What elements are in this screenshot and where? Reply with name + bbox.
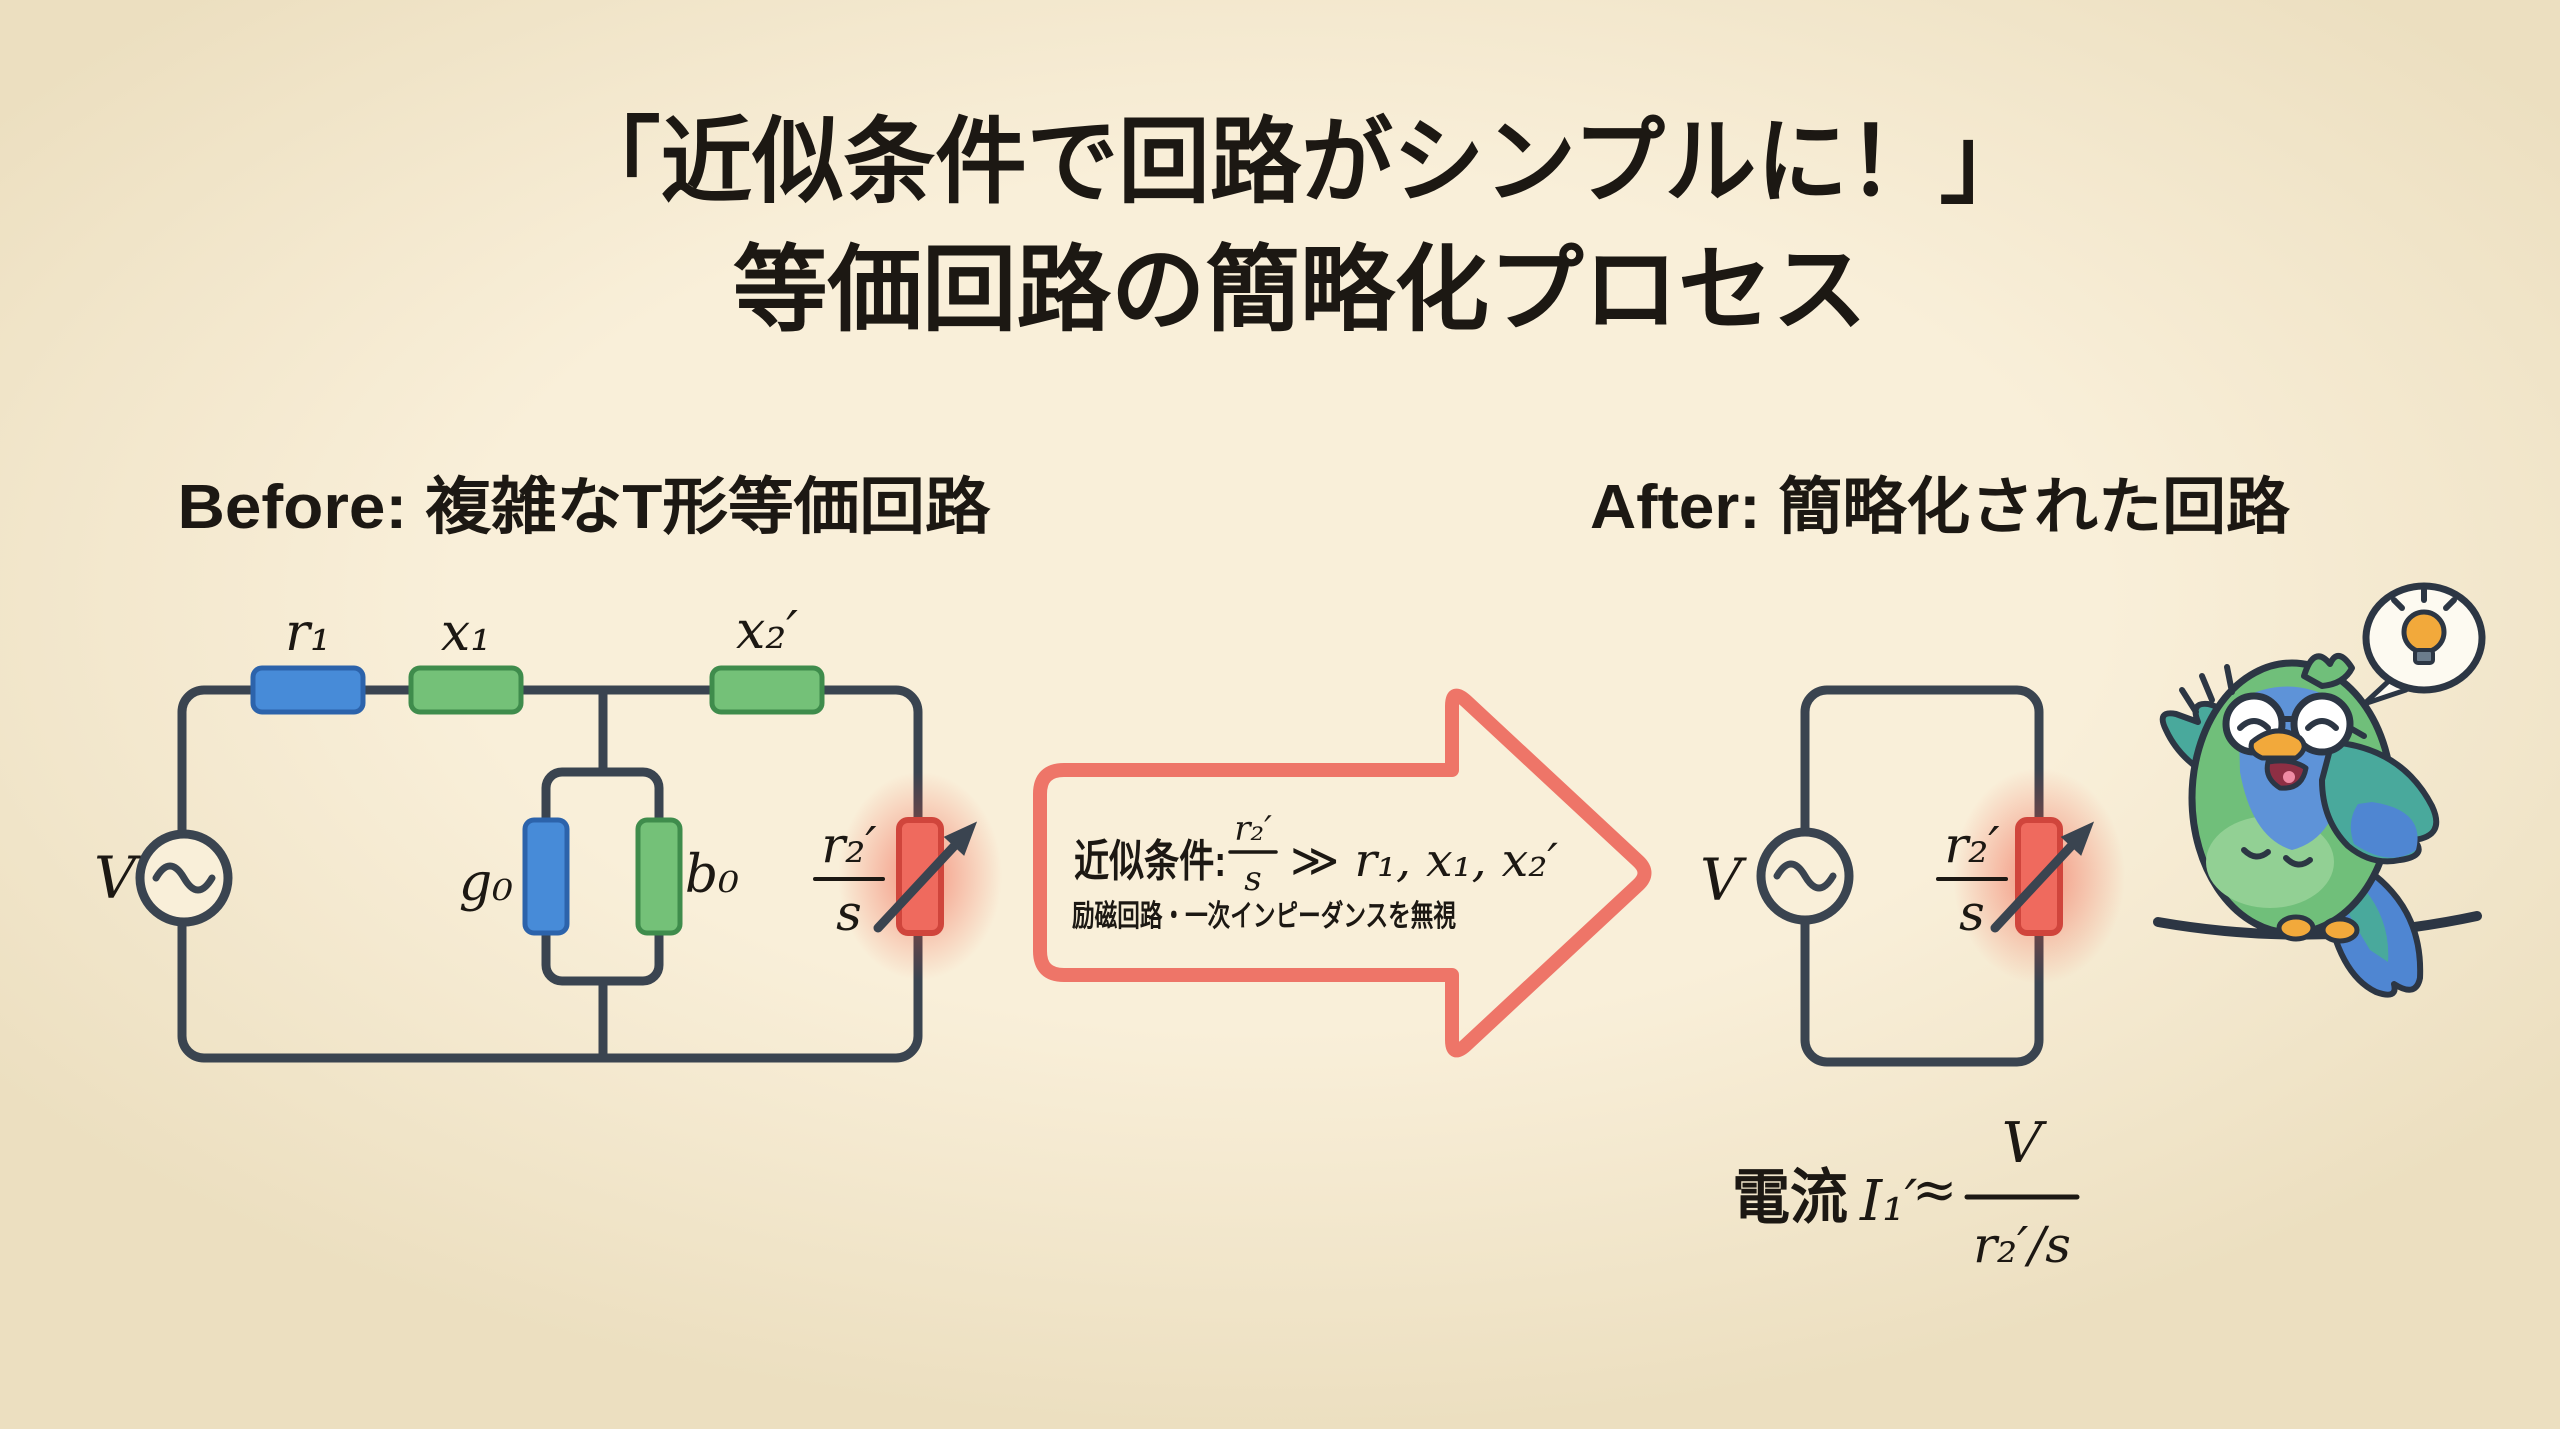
approx-condition-rhs: ≫ r₁, x₁, x₂′ bbox=[1290, 833, 1559, 887]
page-title-line2: 等価回路の簡略化プロセス bbox=[733, 237, 1867, 342]
chest-squiggle-right bbox=[2283, 855, 2313, 868]
approx-frac-num: r₂′ bbox=[1234, 809, 1272, 849]
formula-frac-den: r₂′/s bbox=[1973, 1216, 2071, 1274]
emphasis-mark-1 bbox=[2179, 687, 2199, 715]
label-b0: b₀ bbox=[685, 845, 739, 905]
conductance-g0 bbox=[522, 817, 570, 936]
foot-right bbox=[2320, 916, 2360, 944]
glasses-temple bbox=[2347, 725, 2367, 739]
formula-prefix: 電流 bbox=[1732, 1164, 1848, 1231]
sine-wave-icon-before bbox=[152, 862, 216, 894]
label-x2: x₂′ bbox=[736, 601, 798, 661]
foot-left bbox=[2276, 914, 2316, 942]
transform-arrow: 近似条件: r₂′ s ≫ r₁, x₁, x₂′ 励磁回路・一次インピーダンス… bbox=[1033, 688, 1652, 1058]
sine-wave-icon-after bbox=[1773, 860, 1837, 892]
crest-feathers bbox=[2301, 653, 2355, 689]
load-fraction-num-after: r₂′ bbox=[1944, 816, 2000, 874]
label-r1: r₁ bbox=[285, 603, 331, 663]
inductor-x1 bbox=[408, 665, 524, 715]
result-formula: 電流 I₁′ ≈ V r₂′/s bbox=[1732, 1111, 2080, 1274]
tongue bbox=[2283, 771, 2295, 783]
mascot-parrot bbox=[2153, 582, 2486, 998]
page-title-line1: 「近似条件で回路がシンプルに！」 bbox=[569, 109, 2031, 214]
transform-arrow-icon bbox=[1033, 688, 1652, 1058]
load-fraction-den-before: s bbox=[836, 884, 862, 942]
formula-current: I₁′ bbox=[1859, 1169, 1918, 1234]
beak-upper bbox=[2248, 728, 2307, 761]
formula-frac-num: V bbox=[2002, 1111, 2048, 1176]
emphasis-mark-3 bbox=[2224, 664, 2235, 695]
source-label-after: V bbox=[1700, 846, 1747, 914]
approx-frac-den: s bbox=[1244, 859, 1261, 899]
resistor-r1 bbox=[250, 665, 366, 715]
load-fraction-den-after: s bbox=[1959, 884, 1985, 942]
folded-wing-blue-tips bbox=[2350, 802, 2418, 858]
perch-wire bbox=[2153, 911, 2482, 940]
inductor-x2 bbox=[709, 665, 825, 715]
lightbulb-base bbox=[2413, 648, 2435, 665]
variable-arrow-icon-before bbox=[873, 821, 978, 933]
lightbulb-icon bbox=[2401, 609, 2447, 655]
happy-eye-right bbox=[2305, 718, 2339, 731]
formula-approx-sign: ≈ bbox=[1912, 1158, 1957, 1221]
after-heading: After: 簡略化された回路 bbox=[1590, 473, 2291, 542]
load-fraction-num-before: r₂′ bbox=[821, 816, 877, 874]
chest-squiggle-left bbox=[2241, 847, 2271, 860]
susceptance-b0 bbox=[635, 817, 683, 936]
source-label-before: V bbox=[94, 844, 141, 912]
variable-arrow-icon-after bbox=[1990, 821, 2095, 933]
before-circuit: V r₁ x₁ x₂′ g₀ b₀ r₂′ s bbox=[94, 601, 1002, 1063]
approx-condition-prefix: 近似条件: bbox=[1074, 837, 1226, 886]
approx-note: 励磁回路・一次インピーダンスを無視 bbox=[1072, 899, 1456, 933]
emphasis-mark-2 bbox=[2199, 673, 2215, 703]
bulb-ray-right bbox=[2443, 597, 2457, 611]
after-circuit: V r₂′ s bbox=[1700, 685, 2125, 1067]
before-heading: Before: 複雑なT形等価回路 bbox=[178, 473, 992, 542]
label-x1: x₁ bbox=[441, 603, 491, 663]
happy-eye-left bbox=[2237, 718, 2271, 731]
label-g0: g₀ bbox=[459, 853, 513, 913]
bulb-ray-left bbox=[2391, 597, 2405, 611]
